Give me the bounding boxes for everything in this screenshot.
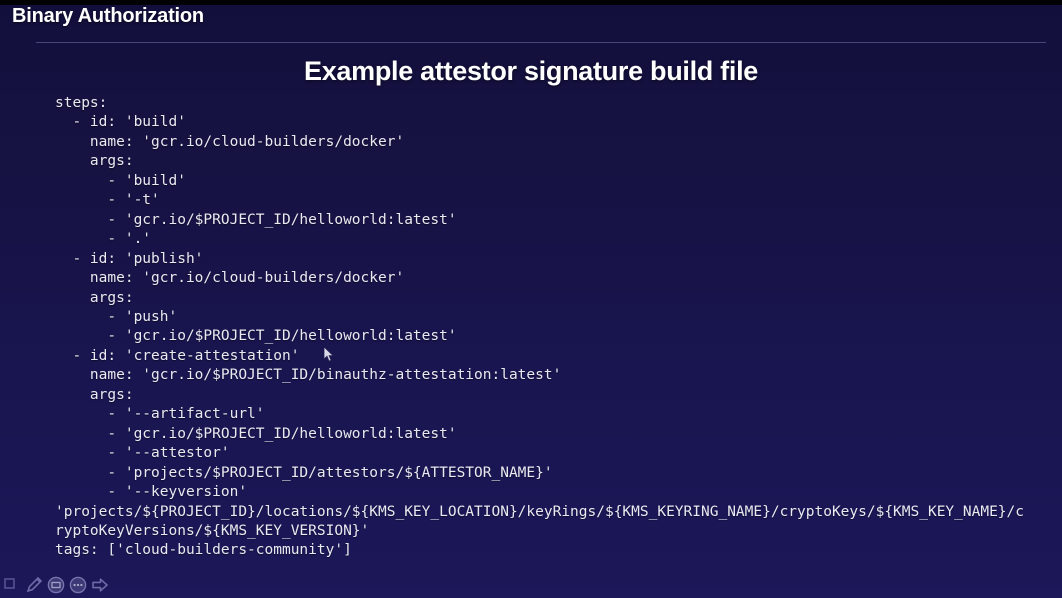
code-line: - '-t' [55, 192, 160, 209]
code-line: name: 'gcr.io/$PROJECT_ID/binauthz-attes… [55, 367, 562, 384]
code-line: args: [55, 386, 134, 403]
code-line: - '--keyversion' [55, 484, 248, 501]
code-line: tags: ['cloud-builders-community'] [55, 542, 352, 559]
code-line: - 'projects/$PROJECT_ID/attestors/${ATTE… [55, 464, 553, 481]
code-line: 'projects/${PROJECT_ID}/locations/${KMS_… [55, 503, 1025, 539]
menu-icon[interactable] [68, 575, 88, 595]
code-line: - 'gcr.io/$PROJECT_ID/helloworld:latest' [55, 328, 457, 345]
code-line: steps: [55, 95, 108, 111]
code-line: - id: 'publish' [55, 250, 204, 267]
slide-icon[interactable] [46, 575, 66, 595]
presentation-toolbar[interactable] [2, 575, 110, 595]
slide-heading: Example attestor signature build file [303, 56, 758, 86]
code-line: - id: 'build' [55, 114, 186, 131]
code-line: - 'gcr.io/$PROJECT_ID/helloworld:latest' [55, 211, 457, 228]
code-line: - '.' [55, 231, 152, 248]
next-arrow-icon[interactable] [90, 575, 110, 595]
code-line: - 'gcr.io/$PROJECT_ID/helloworld:latest' [55, 425, 457, 442]
letterbox-bar [0, 0, 1062, 5]
code-line: args: [55, 289, 134, 306]
pen-icon[interactable] [24, 575, 44, 595]
code-line: - '--attestor' [55, 445, 230, 462]
code-line: name: 'gcr.io/cloud-builders/docker' [55, 133, 405, 150]
code-line: name: 'gcr.io/cloud-builders/docker' [55, 270, 405, 287]
code-line: - 'push' [55, 308, 178, 325]
code-block: steps: - id: 'build' name: 'gcr.io/cloud… [55, 94, 1030, 561]
code-line: - 'build' [55, 172, 186, 189]
code-line: args: [55, 153, 134, 170]
code-line: - id: 'create-attestation' [55, 347, 300, 364]
page-title: Binary Authorization [12, 5, 204, 27]
header-divider [36, 42, 1046, 43]
pointer-icon[interactable] [2, 575, 22, 595]
code-line: - '--artifact-url' [55, 406, 265, 423]
